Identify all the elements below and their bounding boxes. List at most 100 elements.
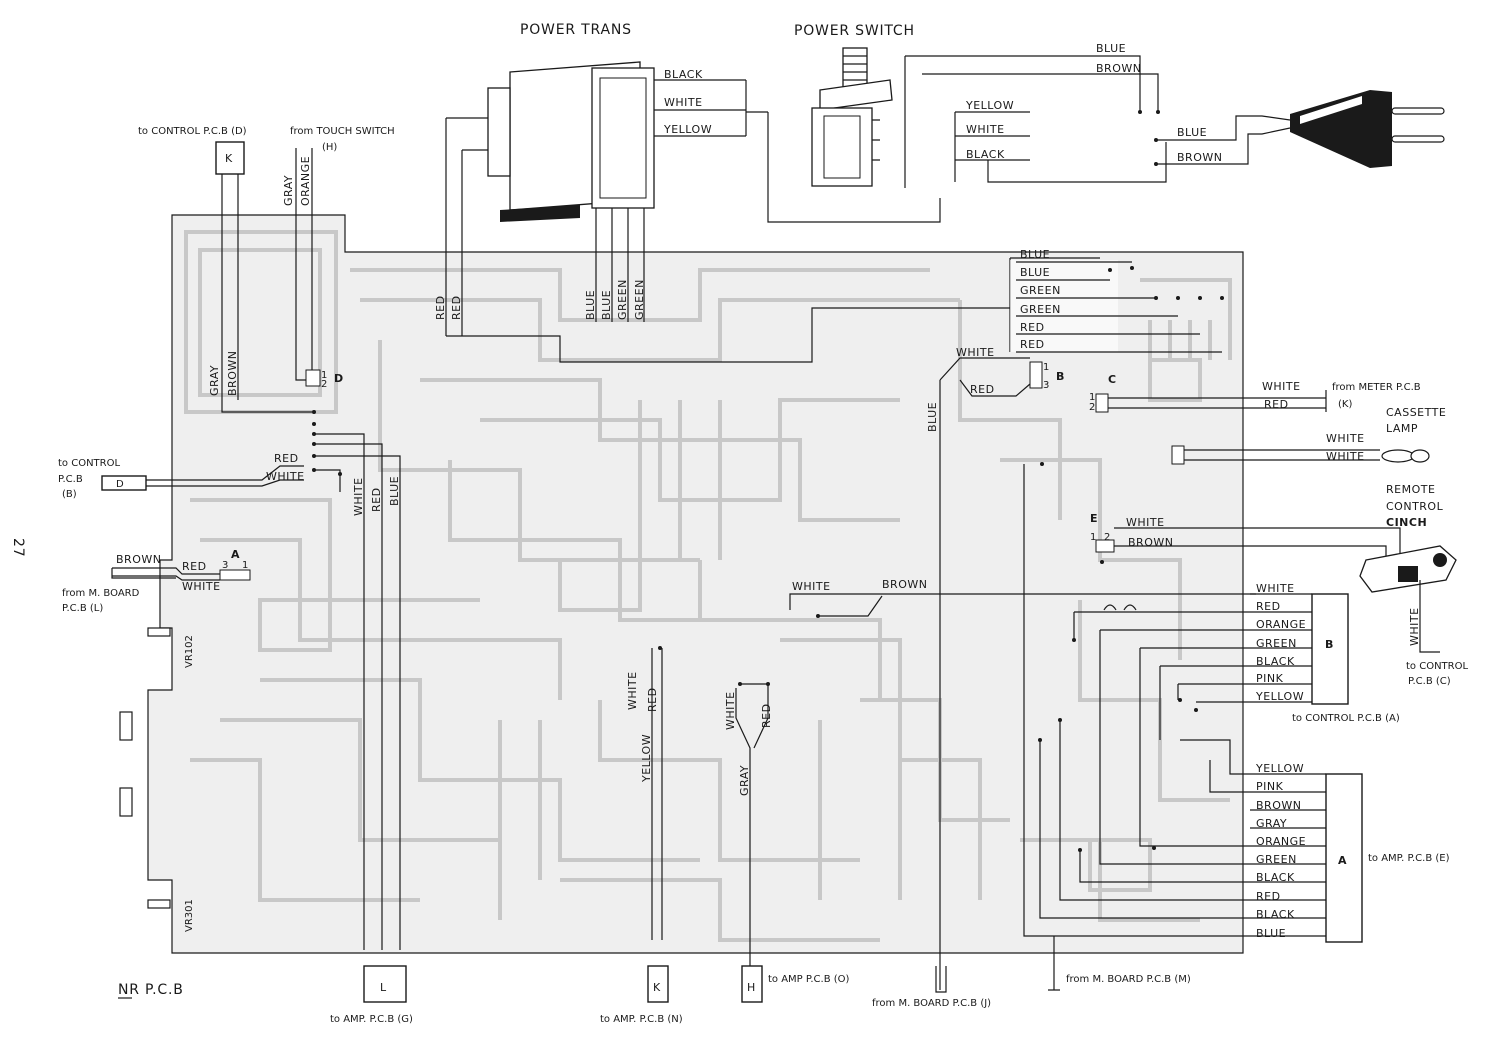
pin-a3: 3 — [222, 560, 228, 571]
cassette-lamp: CASSETTE LAMP WHITE WHITE — [1171, 406, 1446, 465]
from-m-m-label: from M. BOARD P.C.B (M) — [1066, 974, 1191, 985]
connector-e-label: E — [1090, 512, 1098, 525]
to-control-a-label: to CONTROL P.C.B (A) — [1292, 713, 1400, 724]
to-control-label: to CONTROL — [58, 458, 120, 469]
b-right-wire-red: RED — [1256, 600, 1281, 613]
cassette-lamp-title-1: CASSETTE — [1386, 406, 1446, 419]
pin-d1: 1 — [321, 370, 327, 381]
connector-k-top: to CONTROL P.C.B (D) K from TOUCH SWITCH… — [138, 126, 395, 413]
connector-d-left-label: D — [116, 479, 124, 490]
from-touch-switch-label: from TOUCH SWITCH — [290, 126, 395, 137]
lamp-wire-white-2: WHITE — [1326, 450, 1365, 463]
pcb-l-label: P.C.B (L) — [62, 603, 103, 614]
c-wire-white: WHITE — [1262, 380, 1301, 393]
connector-b-right: B WHITE RED ORANGE GREEN BLACK PINK YELL… — [1073, 582, 1400, 840]
switch-top-brown: BROWN — [1096, 62, 1141, 75]
connector-a-right: A YELLOW PINK BROWN GRAY ORANGE GREEN BL… — [1023, 464, 1450, 943]
power-transformer: POWER TRANS BLACK WHITE YELLOW BLUE BLUE… — [434, 22, 1010, 363]
connector-c-label: C — [1108, 373, 1117, 386]
b-top-wire-red-1: RED — [1020, 321, 1045, 334]
from-meter-k-label: (K) — [1338, 399, 1352, 410]
pcb-label: P.C.B — [58, 474, 83, 485]
a-right-wire-orange: ORANGE — [1256, 835, 1306, 848]
connector-c: C 1 2 WHITE RED from METER P.C.B (K) — [1089, 373, 1421, 413]
b-wire-red: RED — [970, 383, 995, 396]
k-wire-brown: BROWN — [226, 351, 239, 396]
power-switch-title: POWER SWITCH — [794, 23, 915, 39]
to-amp-e-label: to AMP. P.C.B (E) — [1368, 853, 1450, 864]
plug-wire-blue: BLUE — [1177, 126, 1207, 139]
trans-wire-black: BLACK — [664, 68, 703, 81]
from-meter-label: from METER P.C.B — [1332, 382, 1421, 393]
from-touch-h-label: (H) — [322, 142, 337, 153]
left-wire-blue-v: BLUE — [388, 476, 401, 506]
h-wire-red: RED — [760, 703, 773, 728]
h-wire-gray: GRAY — [738, 765, 751, 796]
a-right-wire-red: RED — [1256, 890, 1281, 903]
a-right-wire-blue: BLUE — [1256, 927, 1286, 940]
pin-e1: 1 — [1090, 532, 1096, 543]
trans-wire-blue-2: BLUE — [600, 290, 613, 320]
connector-a-left-label: A — [231, 548, 240, 561]
b-top-wire-blue-2: BLUE — [1020, 266, 1050, 279]
pin-a1: 1 — [242, 560, 248, 571]
b-right-wire-yellow: YELLOW — [1255, 690, 1304, 703]
connector-b-right-label: B — [1325, 638, 1334, 651]
touch-wire-gray: GRAY — [282, 175, 295, 206]
to-amp-o-label: to AMP P.C.B (O) — [768, 974, 850, 985]
to-amp-g-label: to AMP. P.C.B (G) — [330, 1014, 413, 1025]
switch-wire-black: BLACK — [966, 148, 1005, 161]
middle-wires: WHITE BROWN — [789, 578, 1256, 617]
b-right-wire-green: GREEN — [1256, 637, 1297, 650]
b-top-wire-red-2: RED — [1020, 338, 1045, 351]
remote-wire-white: WHITE — [1126, 516, 1165, 529]
to-control-c-label-1: to CONTROL — [1406, 661, 1468, 672]
middle-wire-brown: BROWN — [882, 578, 927, 591]
b-right-wire-pink: PINK — [1256, 672, 1284, 685]
trans-wire-yellow: YELLOW — [663, 123, 712, 136]
pin-c1: 1 — [1089, 392, 1095, 403]
b-right-wire-black: BLACK — [1256, 655, 1295, 668]
a-right-wire-black: BLACK — [1256, 871, 1295, 884]
b-top-wire-green-2: GREEN — [1020, 303, 1061, 316]
power-switch: POWER SWITCH BLUE BROWN YELLOW WHITE BLA… — [746, 23, 1291, 223]
junction-dots — [312, 410, 1198, 852]
to-control-d-label: to CONTROL P.C.B (D) — [138, 126, 247, 137]
pin-e2: 2 — [1104, 532, 1110, 543]
k-wire-red: RED — [646, 687, 659, 712]
pcb-traces — [184, 230, 1232, 942]
switch-wire-white: WHITE — [966, 123, 1005, 136]
trans-wire-blue-1: BLUE — [584, 290, 597, 320]
board-controls — [119, 627, 171, 909]
a-right-wire-pink: PINK — [1256, 780, 1284, 793]
connector-h-label: H — [747, 981, 756, 994]
pin-b3: 3 — [1043, 380, 1049, 391]
connector-d-label: D — [334, 372, 344, 385]
pin-c2: 2 — [1089, 402, 1095, 413]
remote-title-1: REMOTE — [1386, 483, 1435, 496]
trans-red-1: RED — [434, 295, 447, 320]
to-amp-n-label: to AMP. P.C.B (N) — [600, 1014, 683, 1025]
left-wire-red: RED — [274, 452, 299, 465]
trans-wire-green-2: GREEN — [633, 279, 646, 320]
a-wire-brown: BROWN — [116, 553, 161, 566]
left-wire-white-v: WHITE — [352, 477, 365, 516]
from-m-board-label: from M. BOARD — [62, 588, 140, 599]
a-right-wire-yellow: YELLOW — [1255, 762, 1304, 775]
mains-plug — [1290, 90, 1445, 168]
a-wire-white: WHITE — [182, 580, 221, 593]
pin-b1: 1 — [1043, 362, 1049, 373]
b-wire-white: WHITE — [956, 346, 995, 359]
h-wire-white: WHITE — [724, 691, 737, 730]
left-wire-red-v: RED — [370, 487, 383, 512]
b-top-wire-blue-1: BLUE — [1020, 248, 1050, 261]
k-wire-gray: GRAY — [208, 365, 221, 396]
vr102-label: VR102 — [184, 635, 195, 668]
b-right-wire-white: WHITE — [1256, 582, 1295, 595]
vr301-label: VR301 — [184, 899, 195, 932]
trans-wire-white: WHITE — [664, 96, 703, 109]
remote-wire-white-v: WHITE — [1408, 607, 1421, 646]
b-wire-blue-v: BLUE — [926, 402, 939, 432]
connector-k-top-label: K — [225, 152, 233, 165]
